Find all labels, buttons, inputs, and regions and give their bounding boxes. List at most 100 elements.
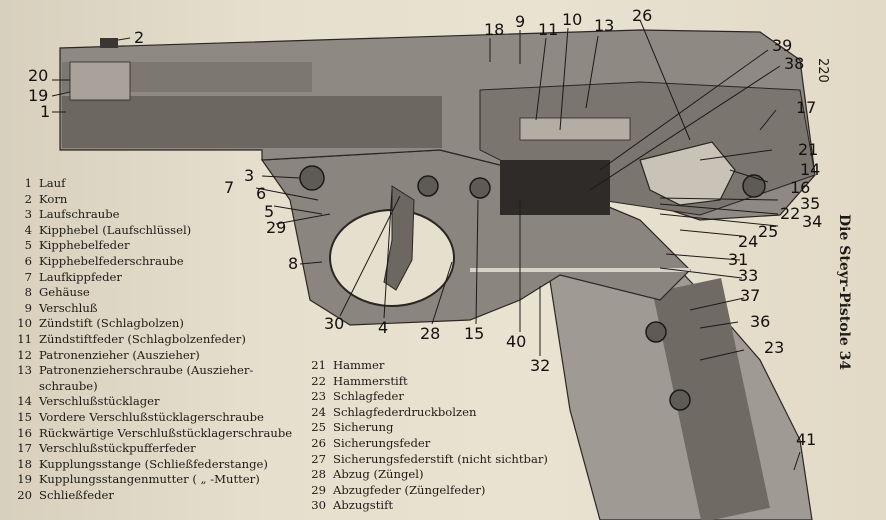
legend-entry-number: 4 <box>24 222 32 237</box>
callout-14: 14 <box>800 160 821 179</box>
legend-entry: 26 Sicherungsfeder <box>300 436 548 452</box>
callout-16: 16 <box>790 178 811 197</box>
legend-entry-number: 24 <box>311 404 326 419</box>
callout-33: 33 <box>738 266 759 285</box>
legend-entry: 2 Korn <box>6 192 292 208</box>
screw-3 <box>299 165 325 191</box>
legend-entry-part-name: Verschluß <box>39 300 98 315</box>
legend-entry-part-name: Rückwärtige Verschlußstücklagerschraube <box>39 425 293 440</box>
legend-entry-number: 28 <box>311 467 326 482</box>
callout-25: 25 <box>758 222 779 241</box>
callout-6: 6 <box>256 184 267 203</box>
legend-entry: schraube) <box>6 379 292 395</box>
legend-entry: 1 Lauf <box>6 176 292 192</box>
legend-entry-part-name: schraube) <box>39 378 98 393</box>
legend-entry-number: 26 <box>311 435 326 450</box>
legend-entry-number: 20 <box>17 487 32 502</box>
legend-entry-number: 19 <box>17 472 32 487</box>
callout-22: 22 <box>780 204 801 223</box>
recoil-spring <box>69 61 131 101</box>
callout-32: 32 <box>530 356 551 375</box>
legend-entry-part-name: Sicherungsfederstift (nicht sichtbar) <box>333 451 548 466</box>
legend-entry-number: 5 <box>24 238 32 253</box>
legend-entry-part-name: Hammerstift <box>333 373 408 388</box>
callout-15: 15 <box>464 324 485 343</box>
legend-entry-part-name: Kipphebelfederschraube <box>39 253 184 268</box>
legend-entry-part-name: Sicherungsfeder <box>333 435 431 450</box>
callout-2: 2 <box>134 28 145 47</box>
legend-entry-number: 25 <box>311 420 326 435</box>
callout-26: 26 <box>632 6 653 25</box>
front-sight <box>100 38 118 48</box>
legend-entry-part-name: Lauf <box>39 176 66 190</box>
legend-entry-part-name: Patronenzieherschraube (Auszieher- <box>39 363 254 378</box>
callout-34: 34 <box>802 212 823 231</box>
legend-entry-part-name: Abzugfeder (Züngelfeder) <box>333 482 486 497</box>
legend-entry: 24 Schlagfederdruckbolzen <box>300 405 548 421</box>
legend-entry-part-name: Vordere Verschlußstücklagerschraube <box>39 409 264 424</box>
grip-cutaway <box>652 277 770 520</box>
legend-entry-part-name: Zündstiftfeder (Schlagbolzenfeder) <box>39 331 246 346</box>
screw-16 <box>742 174 766 198</box>
legend-entry-part-name: Korn <box>39 191 68 206</box>
legend-entry-number: 8 <box>24 285 32 300</box>
legend-entry-part-name: Schlagfederdruckbolzen <box>333 404 477 419</box>
callout-5: 5 <box>264 202 275 221</box>
callout-4: 4 <box>378 318 389 337</box>
legend-entry-part-name: Verschlußstückpufferfeder <box>39 441 196 456</box>
callout-21: 21 <box>798 140 819 159</box>
legend-entry-part-name: Patronenzieher (Auszieher) <box>39 347 200 362</box>
legend-entry-part-name: Kupplungsstangenmutter ( „ -Mutter) <box>39 472 260 487</box>
legend-entry: 19 Kupplungsstangenmutter ( „ -Mutter) <box>6 472 292 488</box>
hammer <box>639 141 736 206</box>
trigger <box>383 185 415 291</box>
callout-7: 7 <box>224 178 235 197</box>
callout-3: 3 <box>244 166 255 185</box>
legend-entry-number: 2 <box>24 191 32 206</box>
legend-entry-part-name: Laufschraube <box>39 207 120 222</box>
legend-entry-part-name: Kupplungsstange (Schließfederstange) <box>39 456 268 471</box>
legend-entry: 11 Zündstiftfeder (Schlagbolzenfeder) <box>6 332 292 348</box>
legend-entry-part-name: Laufkippfeder <box>39 269 122 284</box>
legend-entry-number: 1 <box>24 176 32 190</box>
leader-lines <box>51 19 801 471</box>
callout-31: 31 <box>728 250 749 269</box>
callout-17: 17 <box>796 98 817 117</box>
legend-entry-number: 10 <box>17 316 32 331</box>
legend-entry-number: 15 <box>17 409 32 424</box>
legend-entry-number: 21 <box>311 358 326 372</box>
legend-entry-part-name: Zündstift (Schlagbolzen) <box>39 316 184 331</box>
page-number: 220 <box>815 58 830 83</box>
callout-9: 9 <box>515 12 526 31</box>
legend-entry-number: 30 <box>311 498 326 513</box>
legend-entry-number: 11 <box>17 331 32 346</box>
screw-grip-1 <box>645 321 667 343</box>
callout-38: 38 <box>784 54 805 73</box>
legend-entry-number: 9 <box>24 300 32 315</box>
callout-20: 20 <box>28 66 49 85</box>
magazine-window <box>500 160 610 215</box>
callout-36: 36 <box>750 312 771 331</box>
callout-11: 11 <box>538 20 559 39</box>
callout-39: 39 <box>772 36 793 55</box>
callout-24: 24 <box>738 232 759 251</box>
callout-37: 37 <box>740 286 761 305</box>
callout-28: 28 <box>420 324 441 343</box>
callout-10: 10 <box>562 10 583 29</box>
screw-15 <box>469 177 491 199</box>
callout-19: 19 <box>28 86 49 105</box>
